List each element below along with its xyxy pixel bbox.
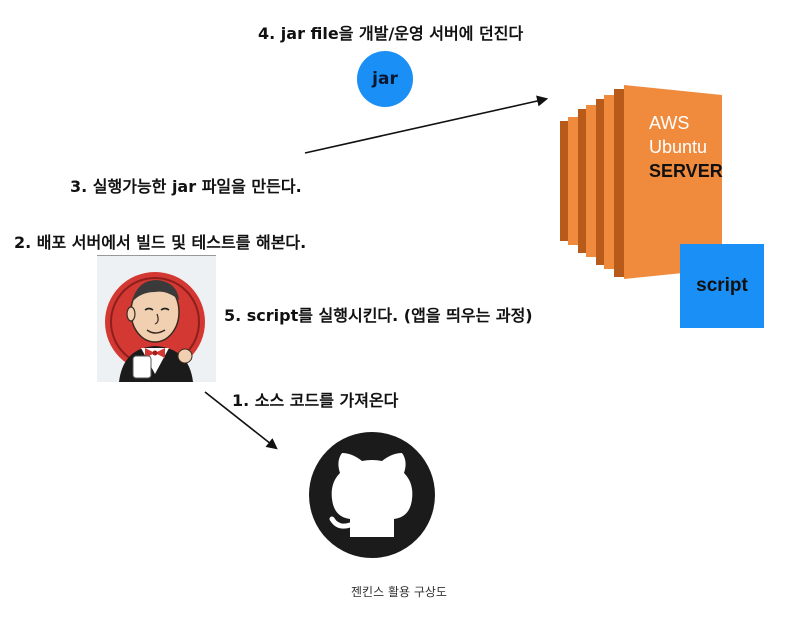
arrow-to-github xyxy=(204,391,278,450)
jar-node: jar xyxy=(357,51,413,107)
server-label-server: SERVER xyxy=(649,161,723,181)
jenkins-butler-icon xyxy=(105,272,205,382)
arrow-to-server xyxy=(304,95,549,154)
jar-label: jar xyxy=(372,69,398,89)
step-2-label: 2. 배포 서버에서 빌드 및 테스트를 해본다. xyxy=(14,233,307,252)
server-label-aws: AWS xyxy=(649,113,690,133)
server-label-ubuntu: Ubuntu xyxy=(649,137,708,157)
step-5-label: 5. script를 실행시킨다. (앱을 띄우는 과정) xyxy=(224,306,533,325)
github-octocat-icon xyxy=(309,432,435,558)
step-4-label: 4. jar file을 개발/운영 서버에 던진다 xyxy=(258,24,524,43)
step-3-label: 3. 실행가능한 jar 파일을 만든다. xyxy=(70,177,302,196)
jenkins-panel xyxy=(97,255,216,382)
aws-ec2-server-icon xyxy=(558,83,748,283)
script-node: script xyxy=(680,244,764,328)
script-label: script xyxy=(696,275,748,296)
diagram-caption: 젠킨스 활용 구상도 xyxy=(351,585,447,599)
step-1-label: 1. 소스 코드를 가져온다 xyxy=(232,391,399,410)
